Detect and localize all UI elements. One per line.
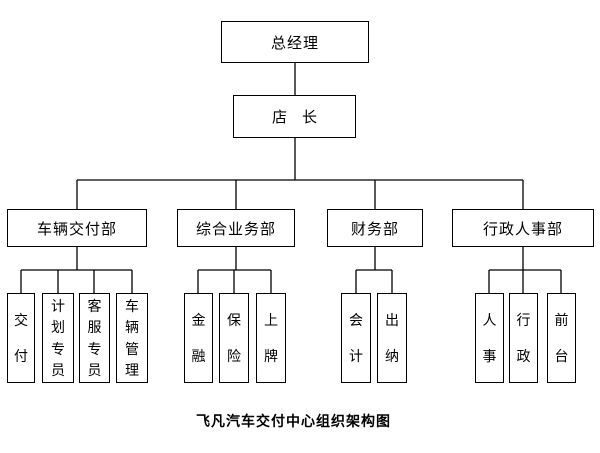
connector-group xyxy=(20,63,562,293)
org-node-label: 交付 xyxy=(14,312,28,364)
org-node-dept-vehicle-delivery: 车辆交付部 xyxy=(7,209,147,247)
org-node-customer-service-specialist: 客服专员 xyxy=(79,293,110,383)
org-node-label: 财务部 xyxy=(350,220,399,238)
org-node-label: 车辆交付部 xyxy=(36,220,117,238)
org-node-label: 客服专员 xyxy=(87,297,102,379)
org-node-label: 车辆管理 xyxy=(125,297,139,379)
org-node-cashier: 出纳 xyxy=(377,293,407,383)
org-node-label: 行政人事部 xyxy=(482,220,563,238)
org-node-store-manager: 店长 xyxy=(233,95,356,138)
org-node-dept-finance: 财务部 xyxy=(327,209,423,247)
org-node-label: 前台 xyxy=(554,312,569,364)
org-node-accounting: 会计 xyxy=(341,293,371,383)
org-node-label: 综合业务部 xyxy=(195,220,276,238)
org-node-label: 计划专员 xyxy=(51,297,65,379)
org-node-admin: 行政 xyxy=(509,293,538,383)
org-node-label: 店长 xyxy=(271,109,332,126)
org-node-hr: 人事 xyxy=(475,293,504,383)
org-node-front-desk: 前台 xyxy=(547,293,576,383)
org-node-general-manager: 总经理 xyxy=(221,21,369,63)
org-node-planning-specialist: 计划专员 xyxy=(42,293,74,383)
org-node-financing: 金融 xyxy=(184,293,213,383)
org-node-label: 总经理 xyxy=(270,34,319,52)
org-node-label: 会计 xyxy=(349,312,363,364)
org-node-insurance: 保险 xyxy=(219,293,249,383)
org-node-label: 行政 xyxy=(516,312,531,364)
org-node-delivery: 交付 xyxy=(7,293,35,383)
org-node-dept-general-business: 综合业务部 xyxy=(177,209,295,247)
org-node-label: 出纳 xyxy=(385,312,399,364)
org-node-plate-registration: 上牌 xyxy=(256,293,286,383)
chart-caption: 飞凡汽车交付中心组织架构图 xyxy=(196,413,391,429)
org-node-label: 人事 xyxy=(482,312,497,364)
org-node-label: 保险 xyxy=(227,312,241,364)
org-node-vehicle-management: 车辆管理 xyxy=(116,293,148,383)
org-node-dept-admin-hr: 行政人事部 xyxy=(452,209,594,247)
org-node-label: 上牌 xyxy=(264,312,278,364)
org-node-label: 金融 xyxy=(191,312,206,364)
